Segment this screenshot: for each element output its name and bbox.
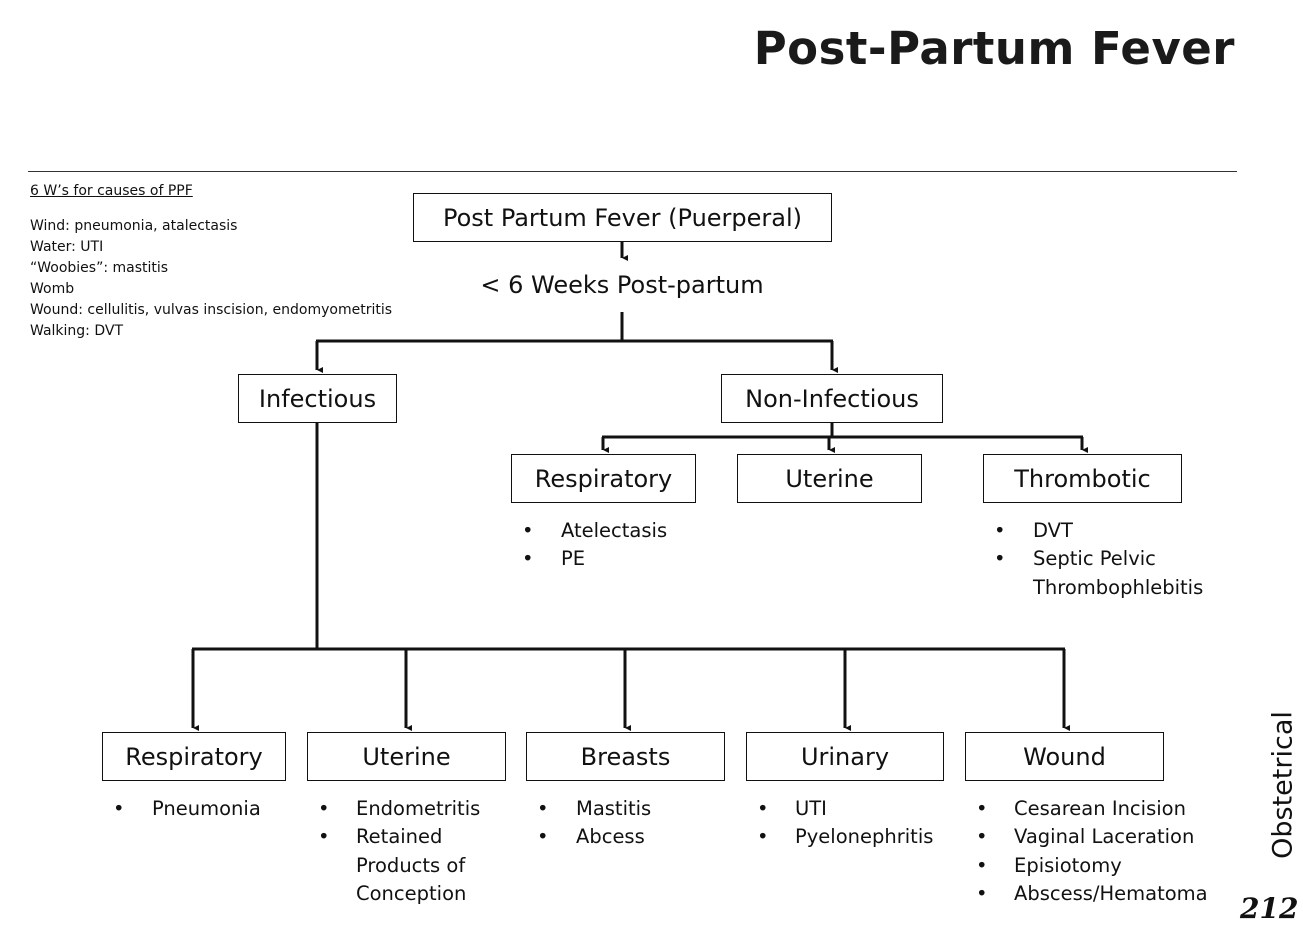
bullet-icon: • bbox=[537, 797, 549, 820]
note-line: Womb bbox=[30, 281, 75, 297]
bullet-list: • Endometritis • Retained Products of Conc… bbox=[318, 795, 480, 908]
note-line: Wind: pneumonia, atalectasis bbox=[30, 218, 238, 234]
bullet-icon: • bbox=[994, 519, 1006, 542]
thrombotic-box: Thrombotic bbox=[983, 454, 1182, 503]
bullet-icon: • bbox=[757, 825, 769, 849]
bullet-list: • Pneumonia bbox=[113, 795, 261, 823]
urinary-box: Urinary bbox=[746, 732, 944, 781]
bullet-list: • Mastitis • Abcess bbox=[537, 795, 651, 852]
wound-box: Wound bbox=[965, 732, 1164, 781]
list-item: Pneumonia bbox=[152, 797, 261, 820]
bullet-icon: • bbox=[757, 797, 769, 820]
bullet-icon: • bbox=[994, 547, 1006, 571]
bullet-icon: • bbox=[537, 825, 549, 849]
bullet-icon: • bbox=[522, 519, 534, 542]
list-item: Atelectasis bbox=[561, 519, 668, 542]
infectious-respiratory-box: Respiratory bbox=[102, 732, 286, 781]
bullet-list: • DVT • Septic Pelvic Thrombophlebitis bbox=[994, 517, 1203, 602]
note-line: Water: UTI bbox=[30, 239, 104, 255]
bullet-icon: • bbox=[976, 825, 988, 849]
section-label: Obstetrical bbox=[1267, 711, 1299, 859]
bullet-icon: • bbox=[976, 881, 988, 905]
root-box: Post Partum Fever (Puerperal) bbox=[413, 193, 832, 242]
bullet-list: • Cesarean Incision • Vaginal Laceration •… bbox=[976, 795, 1208, 908]
note-line: “Woobies”: mastitis bbox=[30, 260, 169, 276]
list-item: Cesarean Incision bbox=[1014, 797, 1186, 820]
non-infectious-box: Non-Infectious bbox=[721, 374, 943, 423]
list-item: Vaginal Laceration bbox=[1014, 825, 1195, 849]
list-item: DVT bbox=[1033, 519, 1073, 542]
non-infectious-uterine-box: Uterine bbox=[737, 454, 922, 503]
infectious-uterine-box: Uterine bbox=[307, 732, 506, 781]
notes-list: Wind: pneumonia, atalectasis Water: UTI … bbox=[30, 216, 392, 342]
list-item: Episiotomy bbox=[1014, 853, 1122, 877]
list-item: Pyelonephritis bbox=[795, 825, 934, 849]
bullet-list: • UTI • Pyelonephritis bbox=[757, 795, 933, 852]
list-item: Septic Pelvic Thrombophlebitis bbox=[1033, 547, 1204, 599]
list-item: Mastitis bbox=[576, 797, 652, 820]
bullet-list: • Atelectasis • PE bbox=[522, 517, 667, 574]
infectious-box: Infectious bbox=[238, 374, 397, 423]
list-item: Abscess/Hematoma bbox=[1014, 881, 1208, 905]
timeframe-label: < 6 Weeks Post-partum bbox=[480, 271, 764, 299]
list-item: PE bbox=[561, 547, 586, 571]
bullet-icon: • bbox=[318, 825, 330, 849]
page-title: Post-Partum Fever bbox=[753, 22, 1235, 75]
divider bbox=[28, 171, 1237, 172]
bullet-icon: • bbox=[318, 797, 330, 820]
page-number: 212 bbox=[1240, 892, 1299, 925]
note-line: Wound: cellulitis, vulvas inscision, end… bbox=[30, 302, 393, 318]
bullet-icon: • bbox=[976, 797, 988, 820]
note-line: Walking: DVT bbox=[30, 323, 124, 339]
list-item: Endometritis bbox=[356, 797, 481, 820]
bullet-icon: • bbox=[976, 853, 988, 877]
bullet-icon: • bbox=[113, 797, 125, 820]
list-item: Abcess bbox=[576, 825, 645, 849]
notes-heading: 6 W’s for causes of PPF bbox=[30, 183, 193, 199]
list-item: UTI bbox=[795, 797, 827, 820]
list-item: Retained Products of Conception bbox=[356, 825, 467, 905]
breasts-box: Breasts bbox=[526, 732, 725, 781]
bullet-icon: • bbox=[522, 547, 534, 571]
non-infectious-respiratory-box: Respiratory bbox=[511, 454, 696, 503]
